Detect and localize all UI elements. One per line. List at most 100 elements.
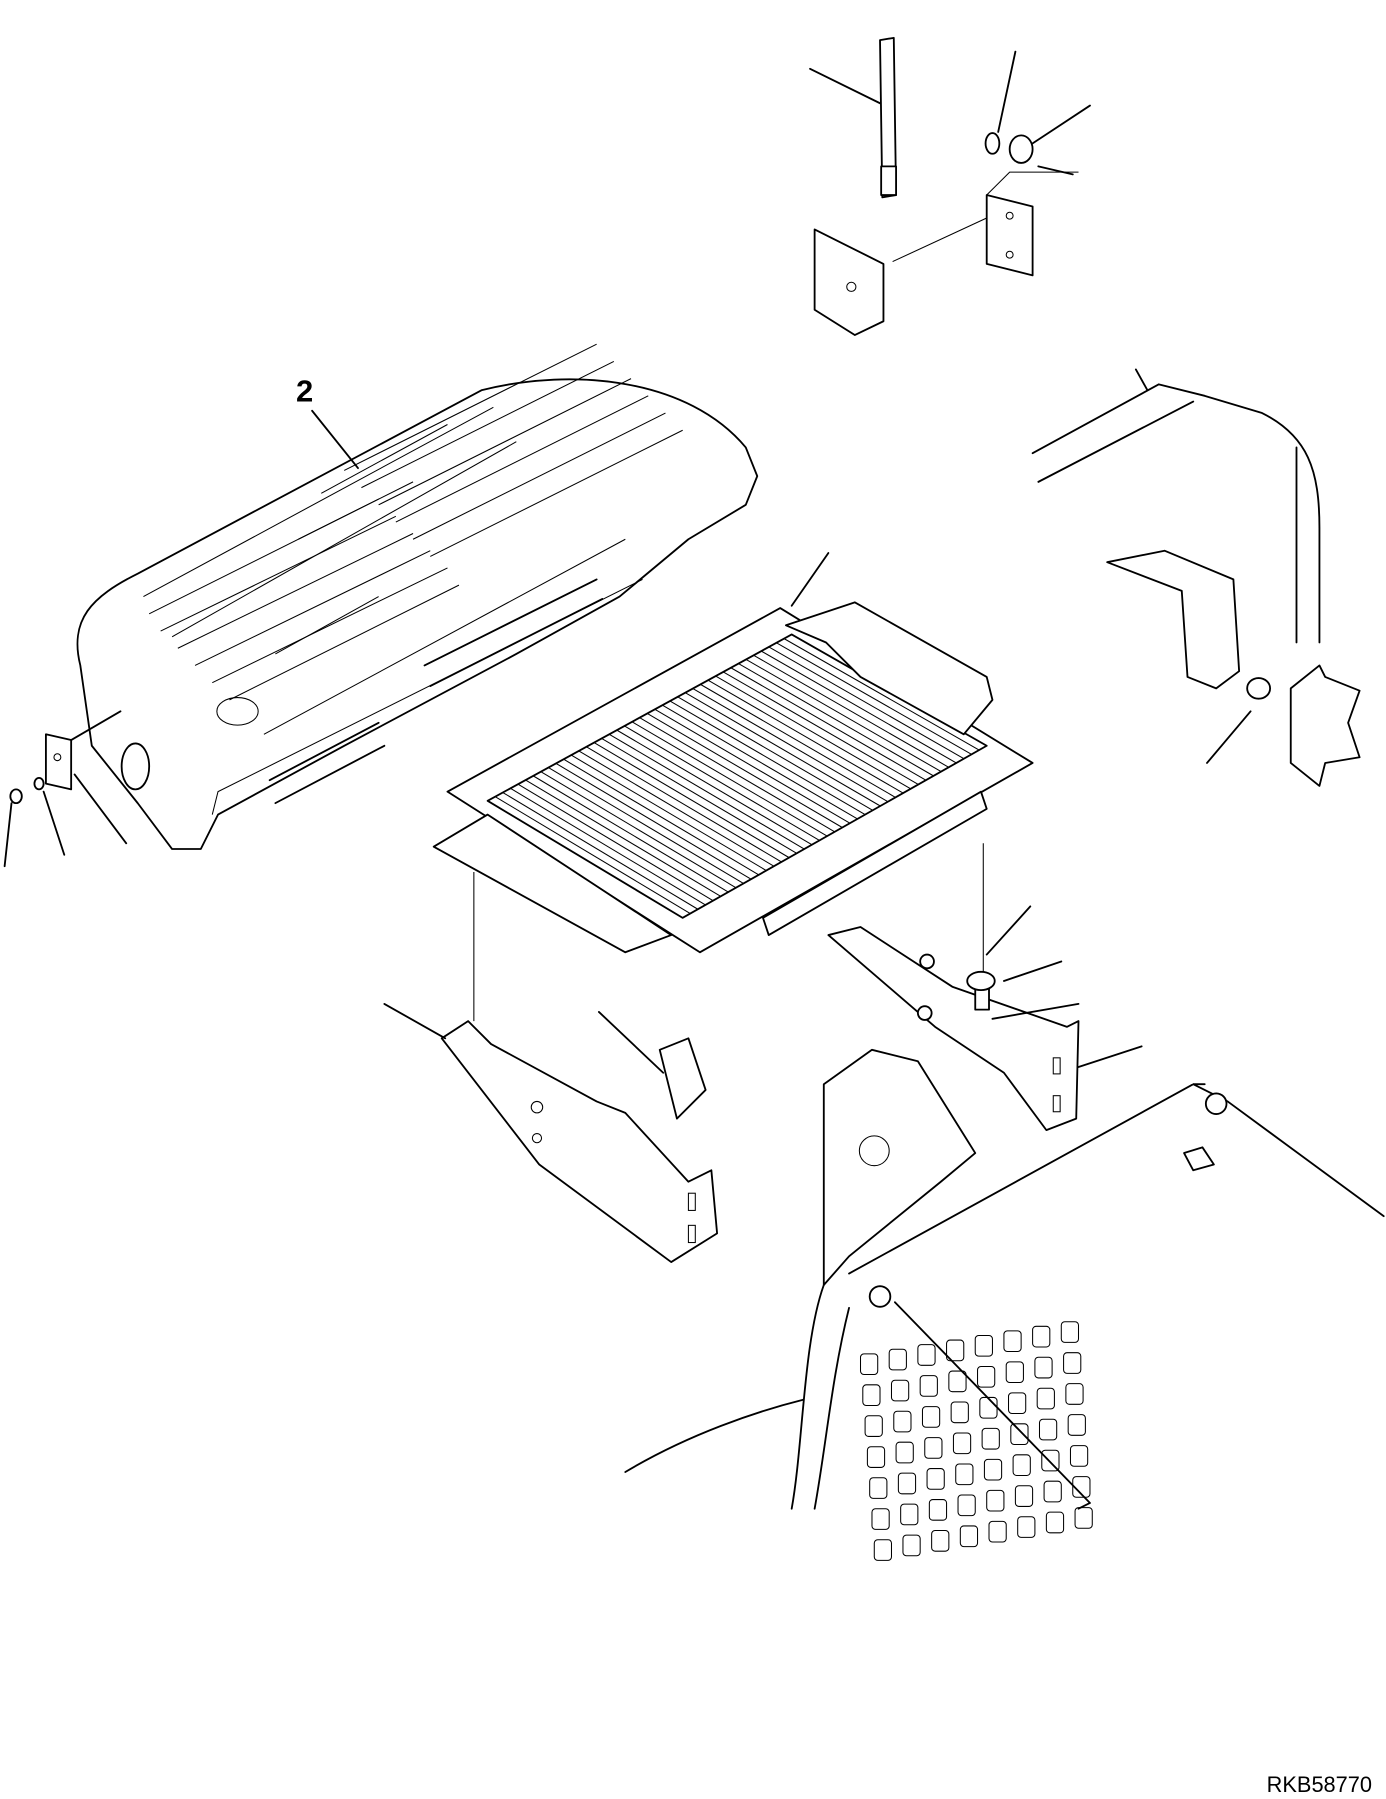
grid-line	[570, 754, 767, 871]
grid-line	[654, 708, 851, 824]
mesh-hole	[862, 1384, 881, 1406]
rod-part	[809, 36, 897, 199]
grid-line	[707, 679, 904, 794]
mesh-hole	[1038, 1418, 1058, 1441]
grid-line	[494, 796, 691, 914]
grid-tray-part	[432, 552, 1034, 954]
mesh-hole	[1043, 1480, 1062, 1503]
mesh-hole	[974, 1334, 993, 1357]
grid-line	[540, 771, 737, 889]
mesh-hole	[866, 1446, 886, 1468]
mesh-hole	[957, 1494, 976, 1517]
mesh-hole	[919, 1375, 938, 1397]
grid-line	[624, 725, 820, 841]
left-bracket-part	[383, 871, 719, 1263]
grid-line	[745, 658, 942, 773]
grid-line	[662, 704, 858, 820]
mesh-hole	[921, 1406, 941, 1428]
mesh-hole	[950, 1401, 969, 1424]
grid-line	[776, 642, 972, 755]
grid-line	[677, 696, 873, 811]
grid-line	[555, 762, 752, 880]
mesh-hole	[1005, 1361, 1024, 1384]
mesh-hole	[1036, 1387, 1055, 1410]
cover-vent-slots	[148, 343, 683, 805]
mesh-hole	[926, 1468, 945, 1490]
grid-line	[783, 638, 980, 751]
grid-line	[761, 650, 957, 764]
mesh-hole	[1032, 1325, 1051, 1348]
grid-line	[593, 742, 790, 859]
mesh-hole	[952, 1432, 972, 1455]
bushing-part	[813, 50, 1091, 336]
grid-line	[738, 663, 934, 777]
mesh-hole	[1069, 1445, 1089, 1467]
grid-line	[684, 692, 881, 807]
grid-line	[608, 733, 805, 850]
mesh-hole	[871, 1508, 890, 1530]
mesh-hole	[869, 1477, 888, 1499]
grid-line	[730, 667, 927, 781]
mesh-hole	[1072, 1476, 1091, 1498]
mesh-hole	[1065, 1383, 1084, 1405]
mesh-hole	[1067, 1414, 1086, 1436]
mesh-hole	[864, 1415, 883, 1437]
mesh-hole	[902, 1534, 921, 1557]
grid-line	[768, 646, 965, 760]
grid-line	[616, 729, 813, 846]
fastener-left	[3, 710, 128, 868]
grid-line	[510, 787, 706, 906]
drawing-code: RKB58770	[1267, 1772, 1372, 1797]
grid-line	[631, 721, 828, 837]
mesh-hole	[895, 1441, 914, 1464]
right-bracket-part	[827, 843, 1215, 1172]
grid-line	[586, 746, 782, 863]
tray-grid-lines	[494, 638, 980, 914]
grid-line	[639, 717, 835, 833]
mesh-hole	[983, 1458, 1003, 1481]
mesh-hole	[873, 1539, 893, 1561]
mesh-hole	[988, 1520, 1007, 1543]
grid-line	[723, 671, 919, 785]
mesh-hole	[1007, 1392, 1027, 1415]
grid-line	[715, 675, 911, 790]
mesh-hole	[1010, 1423, 1029, 1445]
mesh-hole	[928, 1499, 948, 1521]
grid-line	[601, 737, 797, 854]
mesh-hole	[859, 1353, 879, 1376]
mesh-hole	[1014, 1485, 1034, 1507]
grid-line	[700, 683, 896, 798]
grid-line	[525, 779, 721, 897]
grid-line	[548, 767, 744, 884]
mesh-hole	[1063, 1352, 1082, 1374]
mesh-hole	[917, 1344, 936, 1366]
grid-line	[502, 792, 699, 910]
mesh-hole	[888, 1348, 907, 1371]
mesh-hole	[1003, 1330, 1022, 1353]
mesh-hole	[1045, 1511, 1065, 1534]
mesh-hole	[1041, 1449, 1060, 1472]
callout-label-2: 2	[296, 374, 313, 409]
mesh-hole	[977, 1365, 996, 1388]
mesh-hole	[948, 1370, 967, 1393]
mesh-hole	[897, 1472, 917, 1495]
mesh-hole	[946, 1339, 965, 1362]
mesh-hole	[986, 1489, 1005, 1512]
mesh-hole	[931, 1530, 950, 1552]
mesh-hole	[900, 1503, 919, 1526]
mesh-hole	[1034, 1356, 1053, 1379]
mesh-hole	[1012, 1454, 1031, 1476]
mesh-hole	[924, 1437, 943, 1459]
grid-line	[692, 688, 889, 803]
mesh-hole	[893, 1410, 912, 1433]
grid-line	[753, 654, 949, 768]
cover-part-2: 2	[76, 343, 759, 850]
mesh-hole	[981, 1427, 1000, 1450]
grid-line	[532, 775, 729, 893]
mesh-hole	[1074, 1507, 1093, 1529]
grid-line	[669, 700, 866, 816]
mesh-hole	[1017, 1516, 1036, 1538]
mesh-hole	[959, 1525, 979, 1548]
